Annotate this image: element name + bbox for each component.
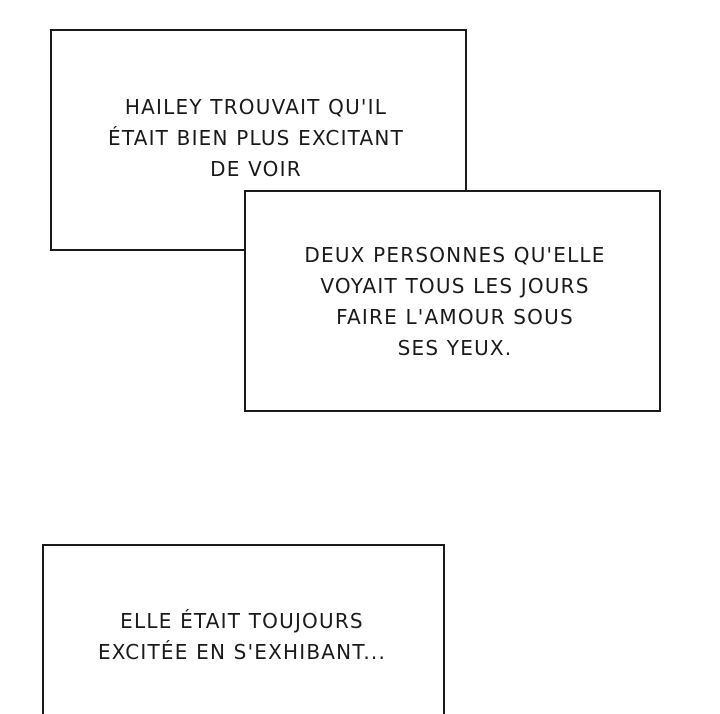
caption-line: VOYAIT TOUS LES JOURS <box>320 274 590 298</box>
caption-line: ELLE ÉTAIT TOUJOURS <box>120 609 364 633</box>
caption-text-3: ELLE ÉTAIT TOUJOURS EXCITÉE EN S'EXHIBAN… <box>62 606 422 668</box>
caption-line: DE VOIR <box>210 157 302 181</box>
caption-line: SES YEUX. <box>397 336 513 360</box>
caption-box-3 <box>42 544 445 714</box>
caption-text-1: HAILEY TROUVAIT QU'IL ÉTAIT BIEN PLUS EX… <box>86 92 426 185</box>
caption-box-join <box>246 192 466 249</box>
caption-line: FAIRE L'AMOUR SOUS <box>336 305 574 329</box>
caption-line: DEUX PERSONNES QU'ELLE <box>304 243 606 267</box>
caption-line: HAILEY TROUVAIT QU'IL <box>124 95 388 119</box>
caption-text-2: DEUX PERSONNES QU'ELLE VOYAIT TOUS LES J… <box>275 240 635 364</box>
caption-line: EXCITÉE EN S'EXHIBANT... <box>97 640 387 664</box>
caption-line: ÉTAIT BIEN PLUS EXCITANT <box>108 126 404 150</box>
